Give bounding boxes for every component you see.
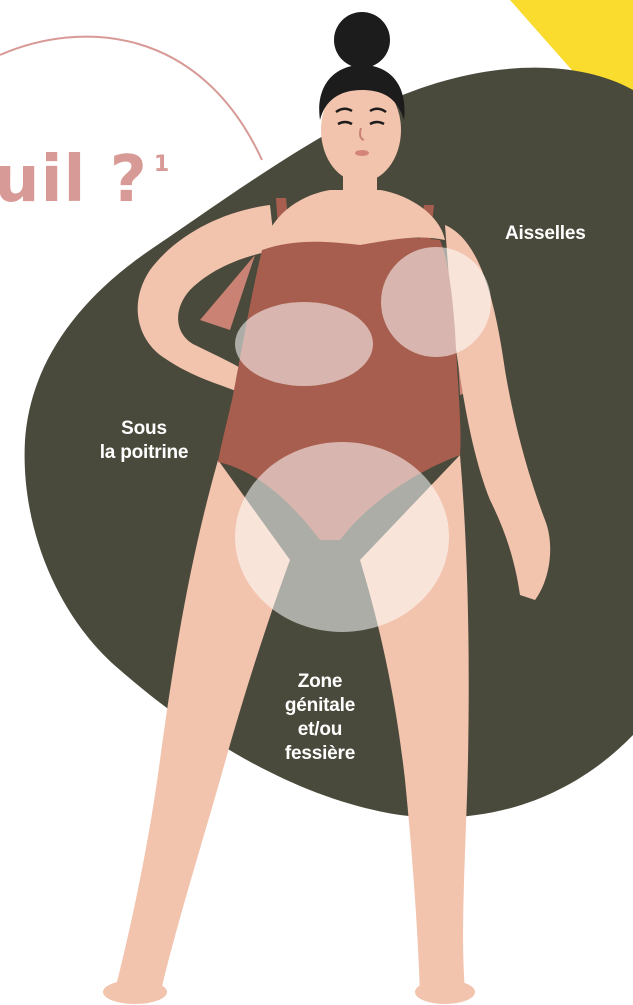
label-aisselles-text: Aisselles <box>505 223 586 244</box>
title-footnote: 1 <box>154 152 170 177</box>
genital-zone <box>235 442 449 632</box>
label-aisselles: Aisselles <box>505 222 586 246</box>
hair-bun <box>334 12 390 68</box>
label-zone-line1: Zone <box>262 670 378 694</box>
underbreast-zone <box>235 302 373 386</box>
label-sous-line1: Sous <box>82 417 206 441</box>
underarm-zone <box>381 247 491 357</box>
mouth <box>355 150 369 156</box>
label-zone-line2: génitale <box>262 694 378 718</box>
title-text: uil ? <box>0 143 148 217</box>
left-foot <box>103 980 167 1004</box>
label-zone-line3: et/ou <box>262 718 378 742</box>
label-zone-genitale: Zone génitale et/ou fessière <box>262 670 378 766</box>
right-foot <box>415 980 475 1004</box>
label-sous-line2: la poitrine <box>82 441 206 465</box>
title-arc <box>0 37 262 160</box>
page-title: uil ?1 <box>0 148 170 227</box>
label-sous-la-poitrine: Sous la poitrine <box>82 417 206 465</box>
label-zone-line4: fessière <box>262 742 378 766</box>
